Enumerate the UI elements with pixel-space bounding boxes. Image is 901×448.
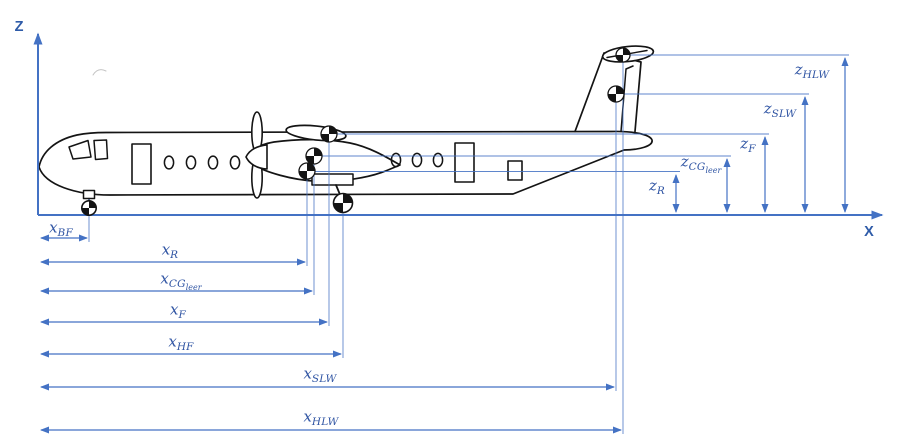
dim-label-x-slw: xSLW	[303, 364, 337, 385]
cg-symbols	[81, 47, 631, 217]
vertical-tail-cg-icon	[607, 85, 625, 103]
dim-label-x-bf: xBF	[49, 218, 73, 239]
dim-label-z-r: zR	[648, 176, 666, 197]
dim-label-z-hlw: zHLW	[794, 60, 830, 81]
dim-label-z-slw: zSLW	[763, 99, 797, 120]
propeller	[245, 111, 268, 199]
gear-pod	[311, 173, 354, 186]
dim-label-x-cg-leer: xCGleer	[160, 269, 202, 292]
dim-label-x-hlw: xHLW	[303, 407, 339, 428]
extension-lines	[88, 54, 849, 434]
front-door	[131, 143, 152, 185]
main-gear-wheel-icon	[332, 192, 354, 214]
rear-door	[454, 142, 475, 183]
stray-mark	[92, 69, 107, 76]
rudder-hinge-line	[620, 65, 634, 133]
rear-exit	[507, 160, 523, 181]
dim-label-x-f: xF	[170, 300, 186, 321]
spinner	[245, 144, 268, 170]
dim-label-z-cg-leer: zCGleer	[680, 152, 722, 175]
wing-cg-icon	[320, 125, 338, 143]
dim-label-z-f: zF	[740, 134, 756, 155]
dim-label-x-hf: xHF	[168, 332, 194, 353]
z-axis-label: Z	[14, 19, 24, 35]
empty-weight-cg-icon	[305, 147, 323, 165]
cockpit-window-front	[93, 139, 109, 161]
dimension-lines	[40, 57, 849, 434]
x-axis-label: X	[864, 224, 874, 240]
fuselage-cg-icon	[298, 162, 316, 180]
coordinate-axes	[33, 32, 884, 220]
nose-gear-wheel-icon	[81, 200, 98, 217]
aircraft-drawing	[38, 45, 655, 203]
cockpit-window-aft	[68, 139, 92, 160]
cabin-windows-rear	[390, 152, 444, 168]
horizontal-tailplane-cg-icon	[615, 47, 631, 63]
cabin-windows-front	[163, 155, 241, 170]
dim-label-x-r: xR	[161, 240, 179, 261]
